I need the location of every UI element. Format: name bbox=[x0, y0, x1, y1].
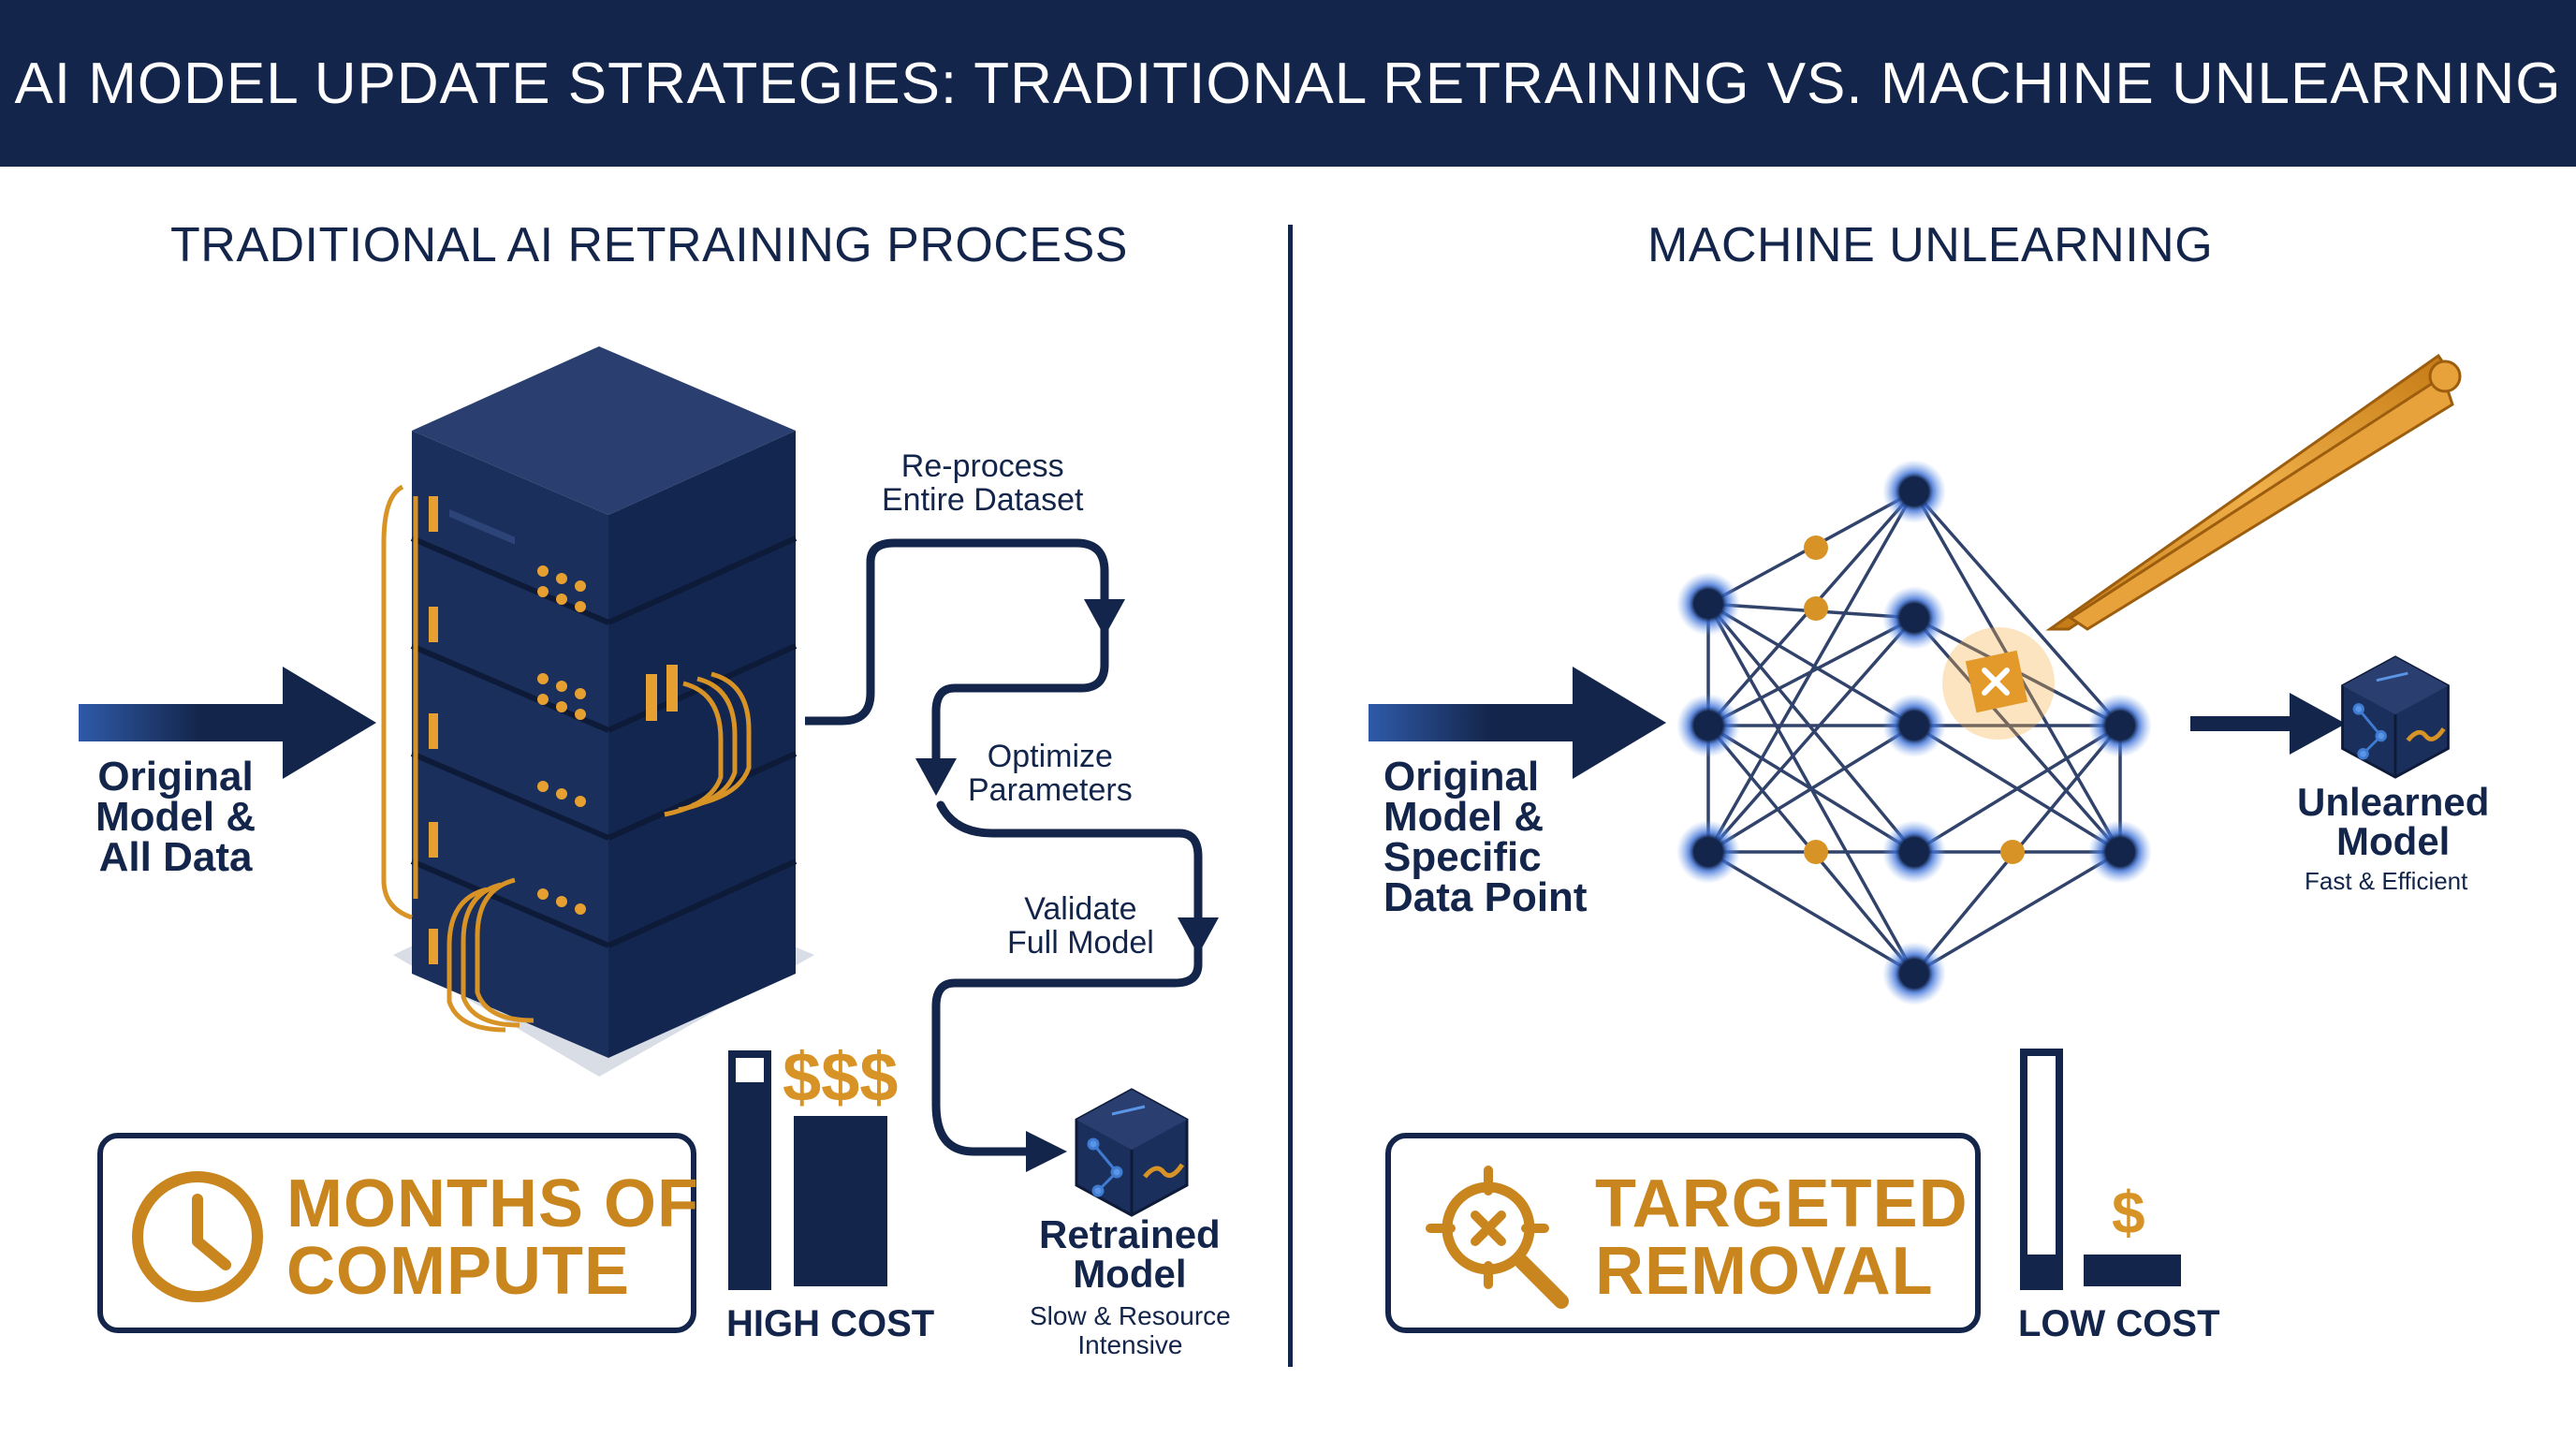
process-flow-path bbox=[805, 538, 1219, 1172]
high-cost-symbol: $$$ bbox=[783, 1038, 899, 1116]
left-input-label: Original Model & All Data bbox=[95, 754, 256, 880]
left-output-label: Retrained Model bbox=[1039, 1212, 1221, 1296]
output-arrow-right bbox=[2190, 693, 2346, 755]
right-input-label: Original Model & Specific Data Point bbox=[1383, 754, 1588, 920]
low-cost-bars bbox=[2020, 1049, 2181, 1290]
header-bar: AI MODEL UPDATE STRATEGIES: TRADITIONAL … bbox=[0, 0, 2576, 167]
right-section-title: MACHINE UNLEARNING bbox=[1647, 218, 2214, 272]
right-output-label: Unlearned Model bbox=[2297, 780, 2490, 863]
model-cube-icon bbox=[2341, 655, 2450, 779]
model-cube-icon bbox=[1075, 1088, 1189, 1217]
left-section-title: TRADITIONAL AI RETRAINING PROCESS bbox=[170, 218, 1128, 272]
server-rack-icon bbox=[381, 346, 814, 1077]
high-cost-label: HIGH COST bbox=[726, 1303, 935, 1344]
tweezers-icon bbox=[2045, 353, 2462, 631]
input-arrow-right bbox=[1368, 667, 1666, 779]
input-arrow-left bbox=[79, 667, 376, 779]
right-output-sub: Fast & Efficient bbox=[2305, 867, 2468, 895]
page-title: AI MODEL UPDATE STRATEGIES: TRADITIONAL … bbox=[14, 51, 2562, 116]
section-divider bbox=[1288, 225, 1293, 1367]
clock-icon bbox=[132, 1171, 263, 1302]
low-cost-label: LOW COST bbox=[2018, 1303, 2220, 1344]
high-cost-bars bbox=[728, 1050, 887, 1290]
target-magnifier-icon bbox=[1426, 1166, 1569, 1309]
neural-network-icon bbox=[1676, 460, 2152, 1005]
low-cost-symbol: $ bbox=[2112, 1179, 2145, 1246]
